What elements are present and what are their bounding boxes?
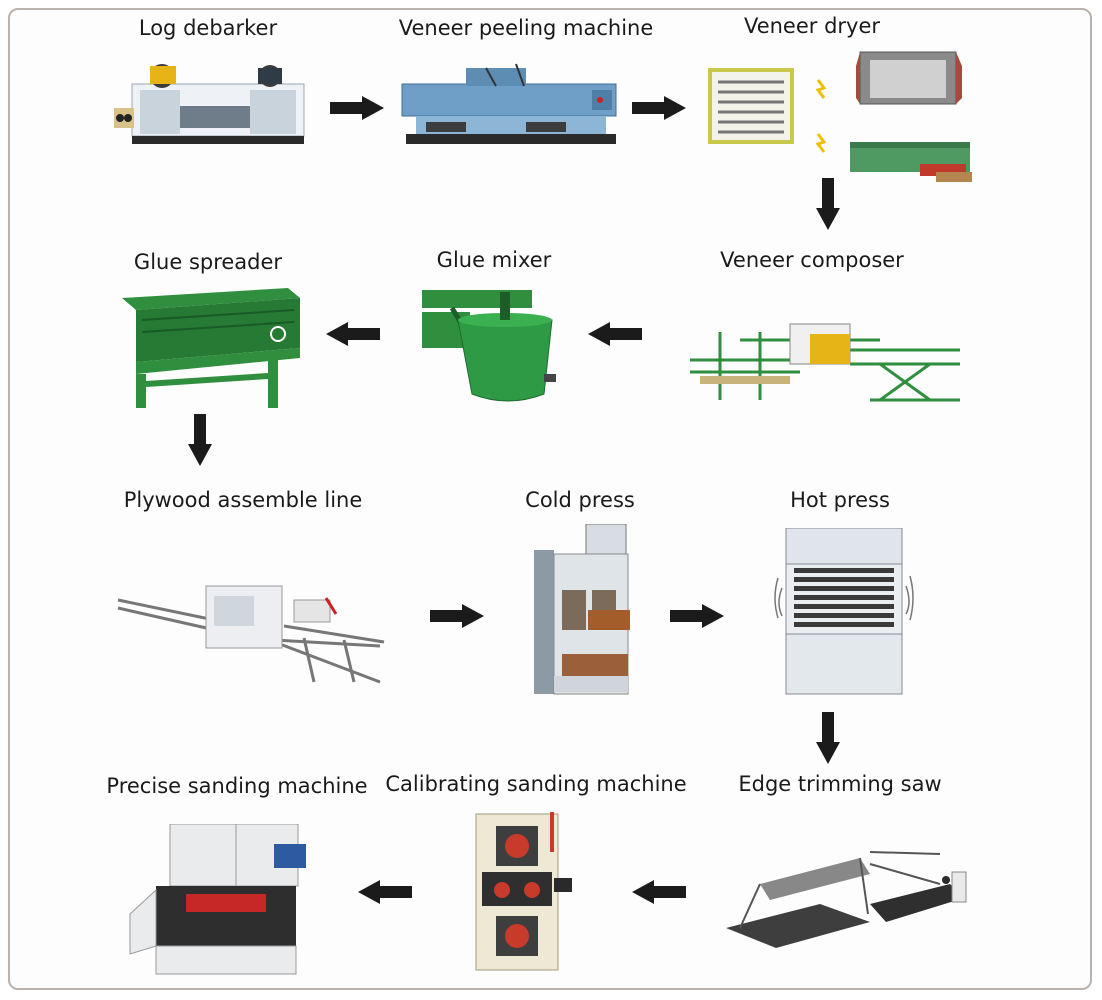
arrow-left-icon [358,880,412,904]
glue-mixer-image [412,282,562,412]
arrow-down-icon [188,414,212,466]
edge-trimming-saw-image [720,844,974,948]
veneer-dryer-image [706,46,976,196]
label-precise-sanding-machine: Precise sanding machine [106,774,368,798]
arrow-left-icon [632,880,686,904]
label-glue-mixer: Glue mixer [436,248,552,272]
hot-press-image [772,528,916,696]
label-veneer-dryer: Veneer dryer [743,14,881,38]
label-glue-spreader: Glue spreader [133,250,283,274]
label-veneer-peeling-machine: Veneer peeling machine [398,16,654,40]
plywood-assemble-line-image [114,578,386,686]
label-log-debarker: Log debarker [138,16,278,40]
calibrating-sanding-machine-image [472,812,576,972]
label-plywood-assemble-line: Plywood assemble line [123,488,363,512]
label-edge-trimming-saw: Edge trimming saw [738,772,942,796]
arrow-right-icon [430,604,484,628]
label-calibrating-sanding-machine: Calibrating sanding machine [385,772,687,796]
arrow-down-icon [816,178,840,230]
arrow-right-icon [330,96,384,120]
veneer-composer-image [680,310,970,410]
label-veneer-composer: Veneer composer [720,248,904,272]
veneer-peeling-machine-image [396,60,624,148]
label-cold-press: Cold press [525,488,635,512]
arrow-right-icon [670,604,724,628]
arrow-down-icon [816,712,840,764]
glue-spreader-image [118,288,308,412]
log-debarker-image [110,56,310,148]
arrow-left-icon [588,322,642,346]
precise-sanding-machine-image [126,824,308,976]
arrow-right-icon [632,96,686,120]
label-hot-press: Hot press [790,488,890,512]
cold-press-image [532,524,632,696]
arrow-left-icon [326,322,380,346]
